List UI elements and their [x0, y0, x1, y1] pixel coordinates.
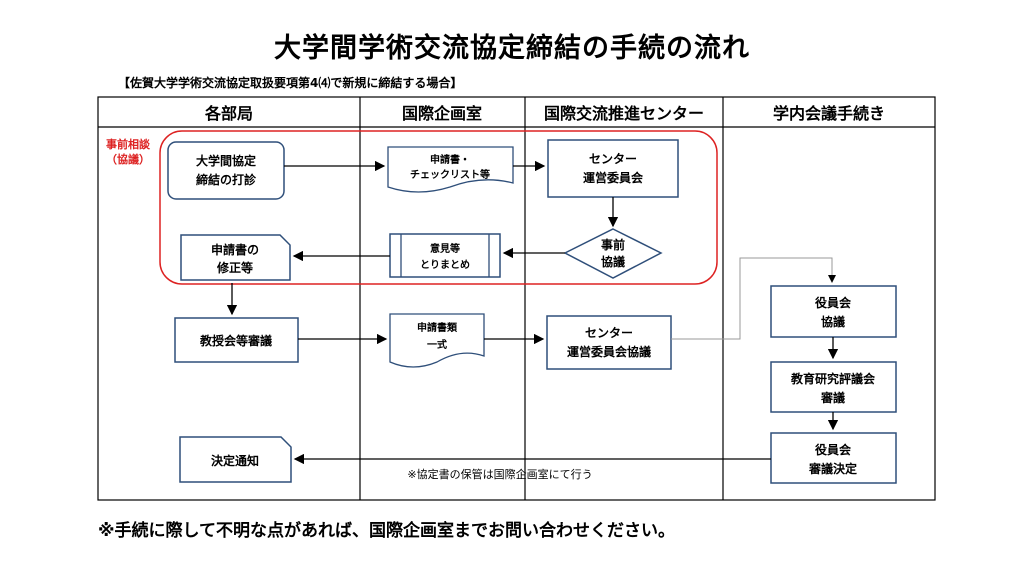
- node-prior-consultation: [563, 228, 663, 279]
- node-decision-notice-text: 決定通知: [211, 453, 259, 468]
- page-subtitle: 【佐賀大学学術交流協定取扱要項第4⑷で新規に締結する場合】: [118, 76, 463, 90]
- node-opinions-summary-text2: とりまとめ: [420, 259, 470, 271]
- node-application-documents: [389, 313, 485, 368]
- node-board-decision: [770, 432, 897, 484]
- node-center-committee-consultation-text2: 運営委員会協議: [567, 344, 651, 359]
- storage-note: ※協定書の保管は国際企画室にて行う: [407, 467, 592, 481]
- node-faculty-deliberation: [174, 317, 299, 363]
- node-board-consultation-text2: 協議: [821, 314, 845, 329]
- node-application-documents-text2: 一式: [427, 338, 447, 351]
- node-center-committee: [547, 139, 679, 198]
- lane-header-internal-meetings: 学内会議手続き: [773, 104, 885, 123]
- node-application-checklist-text: 申請書・: [430, 153, 470, 166]
- node-board-decision-text: 役員会: [815, 442, 852, 457]
- node-board-decision-text2: 審議決定: [808, 461, 857, 476]
- lane-header-exchange-center: 国際交流推進センター: [544, 104, 704, 123]
- footer-note: ※手続に際して不明な点があれば、国際企画室までお問い合わせください。: [98, 521, 676, 541]
- node-application-checklist-text2: チェックリスト等: [410, 168, 490, 181]
- node-application-revision-text2: 修正等: [216, 260, 253, 275]
- lane-header-international-planning: 国際企画室: [402, 104, 482, 123]
- node-application-documents-text: 申請書類: [417, 321, 458, 334]
- consultation-label: 事前相談: [106, 137, 151, 151]
- node-center-committee-consultation-text: センター: [585, 326, 633, 340]
- lane-frame: [97, 96, 936, 501]
- node-prior-consultation-text2: 協議: [601, 254, 625, 269]
- node-opinions-summary: [389, 233, 501, 278]
- node-council-deliberation-text2: 審議: [820, 390, 845, 405]
- arrow-center-to-board: [671, 257, 836, 340]
- node-center-committee-consultation: [546, 315, 672, 370]
- node-agreement-inquiry-text2: 締結の打診: [196, 172, 257, 187]
- node-board-consultation: [770, 285, 897, 338]
- node-center-committee-text: センター: [589, 152, 637, 166]
- node-agreement-inquiry: [167, 141, 285, 200]
- node-faculty-deliberation-text: 教授会等審議: [199, 333, 272, 348]
- node-council-deliberation-text: 教育研究評議会: [790, 371, 876, 386]
- consultation-boundary: [159, 130, 718, 285]
- lane-header-departments: 各部局: [204, 104, 253, 123]
- node-application-revision-text: 申請書の: [211, 242, 259, 257]
- consultation-label-sub: （協議）: [106, 152, 150, 166]
- node-center-committee-text2: 運営委員会: [583, 170, 644, 185]
- node-application-revision: [180, 234, 291, 281]
- node-agreement-inquiry-text: 大学間協定: [196, 153, 256, 168]
- node-decision-notice: [179, 436, 292, 483]
- page-title: 大学間学術交流協定締結の手続の流れ: [274, 33, 750, 64]
- node-opinions-summary-text: 意見等: [430, 242, 460, 255]
- node-board-consultation-text: 役員会: [815, 295, 852, 310]
- node-application-checklist: [387, 146, 514, 193]
- node-prior-consultation-text: 事前: [601, 237, 625, 252]
